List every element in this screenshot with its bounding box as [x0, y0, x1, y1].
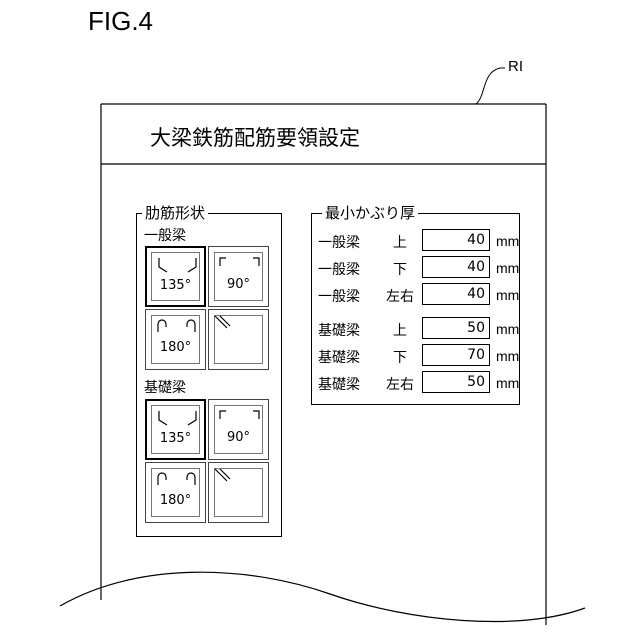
- reference-leader-line: [476, 68, 505, 104]
- side-label: 上: [382, 232, 418, 252]
- cover-value-input[interactable]: 50: [422, 371, 490, 393]
- cover-value-input[interactable]: 40: [422, 283, 490, 305]
- angle-label: 90°: [209, 431, 268, 445]
- general-beam-shape-grid: 135° 90° 180°: [145, 246, 271, 372]
- side-label: 左右: [382, 374, 418, 394]
- angle-label: 90°: [209, 278, 268, 292]
- general-beam-180-button[interactable]: 180°: [145, 309, 206, 370]
- foundation-beam-90-button[interactable]: 90°: [208, 399, 269, 460]
- foundation-beam-label: 基礎梁: [144, 380, 186, 396]
- cover-value-input[interactable]: 50: [422, 317, 490, 339]
- unit-label: mm: [496, 260, 519, 276]
- angle-label: 135°: [147, 432, 204, 446]
- general-beam-90-button[interactable]: 90°: [208, 246, 269, 307]
- foundation-beam-shape-grid: 135° 90° 180°: [145, 399, 271, 525]
- min-cover-legend: 最小かぶり厚: [322, 204, 418, 222]
- foundation-beam-135-button[interactable]: 135°: [145, 399, 206, 460]
- member-label: 基礎梁: [318, 374, 374, 394]
- foundation-beam-180-button[interactable]: 180°: [145, 462, 206, 523]
- closed-tie-icon: [209, 463, 270, 524]
- member-label: 基礎梁: [318, 320, 374, 340]
- closed-tie-icon: [209, 310, 270, 371]
- member-label: 一般梁: [318, 232, 374, 252]
- angle-label: 180°: [146, 341, 205, 355]
- side-label: 上: [382, 320, 418, 340]
- member-label: 一般梁: [318, 259, 374, 279]
- angle-label: 180°: [146, 494, 205, 508]
- side-label: 下: [382, 259, 418, 279]
- angle-label: 135°: [147, 279, 204, 293]
- unit-label: mm: [496, 233, 519, 249]
- side-label: 下: [382, 347, 418, 367]
- side-label: 左右: [382, 286, 418, 306]
- member-label: 一般梁: [318, 286, 374, 306]
- unit-label: mm: [496, 321, 519, 337]
- unit-label: mm: [496, 375, 519, 391]
- general-beam-closed-button[interactable]: [208, 309, 269, 370]
- general-beam-label: 一般梁: [144, 228, 186, 244]
- window-title: 大梁鉄筋配筋要領設定: [150, 122, 360, 152]
- foundation-beam-closed-button[interactable]: [208, 462, 269, 523]
- cover-value-input[interactable]: 40: [422, 256, 490, 278]
- unit-label: mm: [496, 287, 519, 303]
- cover-value-input[interactable]: 70: [422, 344, 490, 366]
- stirrup-shape-legend: 肋筋形状: [142, 204, 208, 222]
- cover-value-input[interactable]: 40: [422, 229, 490, 251]
- break-wave-line: [60, 572, 585, 621]
- general-beam-135-button[interactable]: 135°: [145, 246, 206, 307]
- unit-label: mm: [496, 348, 519, 364]
- member-label: 基礎梁: [318, 347, 374, 367]
